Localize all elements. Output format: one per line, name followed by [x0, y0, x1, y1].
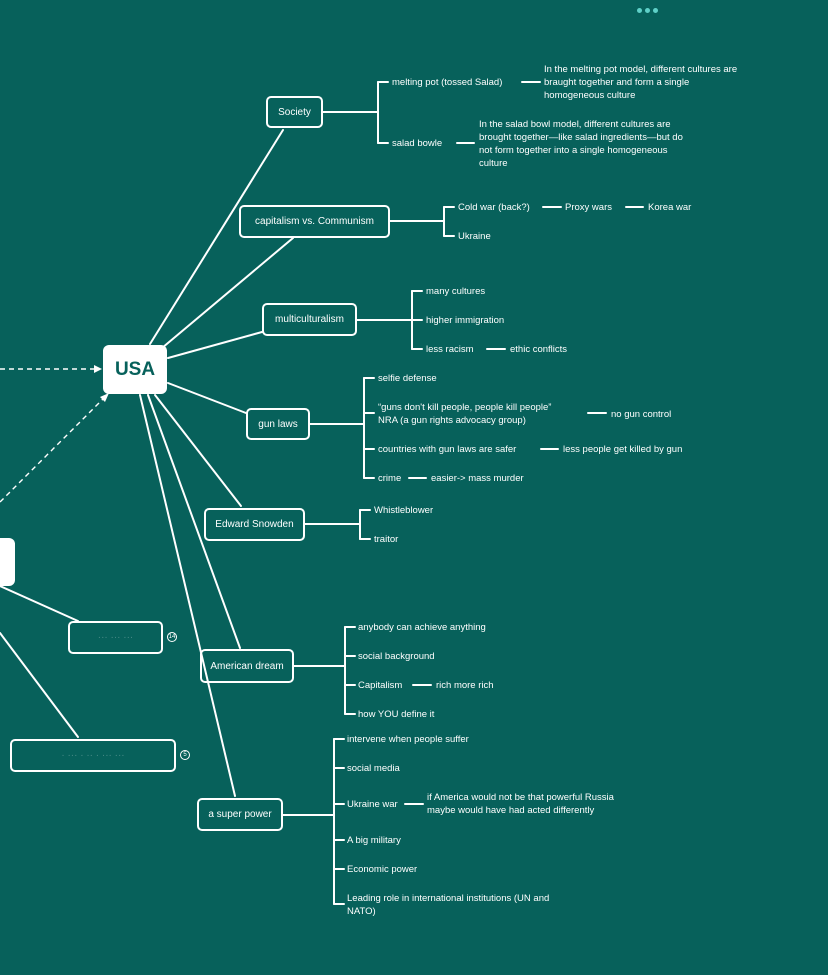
- leaf-ukraine-war[interactable]: Ukraine war: [347, 799, 398, 810]
- leaf-big-military[interactable]: A big military: [347, 835, 401, 846]
- node-edward-snowden[interactable]: Edward Snowden: [204, 508, 305, 541]
- node-society[interactable]: Society: [266, 96, 323, 128]
- central-node-usa[interactable]: USA: [103, 345, 167, 394]
- collapsed-node-2[interactable]: · ··· · ·· · ··· ···: [10, 739, 176, 772]
- leaf-anybody[interactable]: anybody can achieve anything: [358, 622, 486, 633]
- leaf-rich-more-rich[interactable]: rich more rich: [436, 680, 494, 691]
- node-multiculturalism[interactable]: multiculturalism: [262, 303, 357, 336]
- node-super-power[interactable]: a super power: [197, 798, 283, 831]
- collapsed-node-1[interactable]: ··· ··· ···: [68, 621, 163, 654]
- leaf-economic-power[interactable]: Economic power: [347, 864, 418, 875]
- leaf-ukraine[interactable]: Ukraine: [458, 231, 491, 242]
- leaf-crime[interactable]: crime: [378, 473, 402, 484]
- leaf-melting-pot[interactable]: melting pot (tossed Salad): [392, 77, 503, 88]
- leaf-capitalism[interactable]: Capitalism: [358, 680, 403, 691]
- leaf-less-racism[interactable]: less racism: [426, 344, 474, 355]
- leaf-many-cultures[interactable]: many cultures: [426, 286, 486, 297]
- leaf-selfie-defense[interactable]: selfie defense: [378, 373, 437, 384]
- offscreen-node[interactable]: [0, 538, 15, 586]
- leaf-social-background[interactable]: social background: [358, 651, 435, 662]
- leaf-proxy-wars[interactable]: Proxy wars: [565, 202, 612, 213]
- leaf-no-gun-control[interactable]: no gun control: [611, 409, 672, 420]
- leaf-salad-bowl[interactable]: salad bowle: [392, 138, 443, 149]
- leaf-traitor[interactable]: traitor: [374, 534, 399, 545]
- leaf-whistleblower[interactable]: Whistleblower: [374, 505, 434, 516]
- leaf-countries-safer[interactable]: countries with gun laws are safer: [378, 444, 517, 455]
- leaf-mass-murder[interactable]: easier-> mass murder: [431, 473, 524, 484]
- leaf-higher-immigration[interactable]: higher immigration: [426, 315, 505, 326]
- node-capitalism[interactable]: capitalism vs. Communism: [239, 205, 390, 238]
- node-gun-laws[interactable]: gun laws: [246, 408, 310, 440]
- leaf-korea-war[interactable]: Korea war: [648, 202, 692, 213]
- leaf-ethic-conflicts[interactable]: ethic conflicts: [510, 344, 568, 355]
- leaf-less-people[interactable]: less people get killed by gun: [563, 444, 683, 455]
- leaf-melting-pot-desc[interactable]: In the melting pot model, different cult…: [544, 64, 738, 101]
- leaf-intervene[interactable]: intervene when people suffer: [347, 734, 469, 745]
- child-count-badge-1[interactable]: 14: [167, 632, 177, 642]
- leaf-salad-bowl-desc[interactable]: In the salad bowl model, different cultu…: [479, 119, 683, 169]
- leaf-how-you[interactable]: how YOU define it: [358, 709, 435, 720]
- leaf-social-media[interactable]: social media: [347, 763, 400, 774]
- leaf-nra-quote[interactable]: “guns don't kill people, people kill peo…: [378, 402, 552, 426]
- node-american-dream[interactable]: American dream: [200, 649, 294, 683]
- leaf-leading-role[interactable]: Leading role in international institutio…: [347, 893, 550, 917]
- child-count-badge-2[interactable]: 5: [180, 750, 190, 760]
- more-dots-icon[interactable]: [637, 8, 665, 16]
- leaf-cold-war[interactable]: Cold war (back?): [458, 202, 530, 213]
- leaf-ukraine-desc[interactable]: if America would not be that powerful Ru…: [427, 792, 614, 816]
